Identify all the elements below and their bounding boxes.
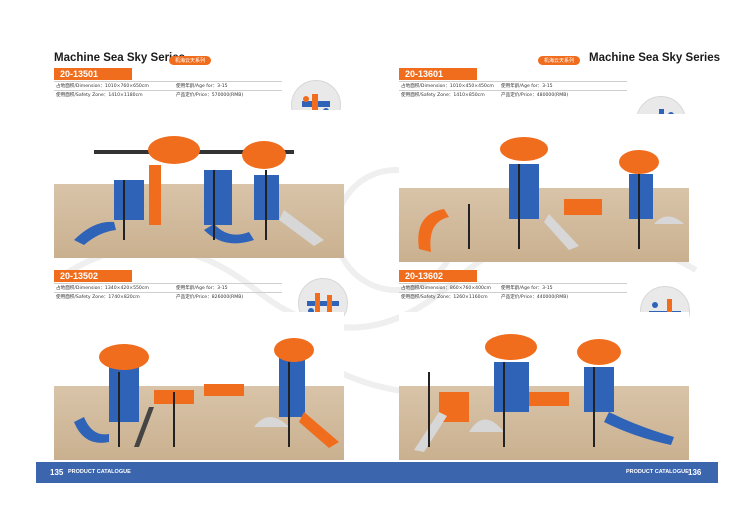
spec-divider [54,283,282,284]
right-series-tag: 机海云天系列 [538,56,581,65]
playground-illustration [74,136,324,246]
product-photo [54,110,344,258]
spec-divider [54,90,282,91]
product-price: 产品定价/Price：480000(RMB) [501,93,569,98]
spec-divider [54,292,282,293]
left-footer-label: PRODUCT CATALOGUE [68,469,131,475]
playground-illustration [418,137,684,252]
catalogue-footer-bar: 135 PRODUCT CATALOGUE PRODUCT CATALOGUE … [36,462,718,483]
catalogue-spread: Machine Sea Sky Series 机海云天系列 20-13501 占… [36,30,721,483]
right-series-title: Machine Sea Sky Series [589,52,721,64]
spec-divider [399,283,627,284]
product-dimension: 占地面积/Dimension：1340×420×550cm [56,286,149,291]
spec-divider [399,81,627,82]
product-code-badge: 20-13601 [399,68,477,80]
product-age: 使用年龄/Age for：3-15 [176,84,228,89]
product-safety-zone: 使用面积/Safety Zone：1740×820cm [56,295,140,300]
product-age: 使用年龄/Age for：3-15 [501,286,553,291]
product-photo [399,312,689,460]
product-age: 使用年龄/Age for：3-15 [176,286,228,291]
left-series-tag: 机海云天系列 [169,56,212,65]
product-safety-zone: 使用面积/Safety Zone：1410×850cm [401,93,485,98]
product-price: 产品定价/Price：826000(RMB) [176,295,244,300]
product-price: 产品定价/Price：570000(RMB) [176,93,244,98]
product-dimension: 占地面积/Dimension：1010×450×450cm [401,84,494,89]
right-footer-label: PRODUCT CATALOGUE [626,469,689,475]
product-code-badge: 20-13502 [54,270,132,282]
product-price: 产品定价/Price：440000(RMB) [501,295,569,300]
right-page-number: 136 [688,468,702,477]
left-series-title: Machine Sea Sky Series [54,52,186,64]
product-photo [54,312,344,460]
product-age: 使用年龄/Age for：3-15 [501,84,553,89]
product-safety-zone: 使用面积/Safety Zone：1410×1180cm [56,93,143,98]
product-safety-zone: 使用面积/Safety Zone：1260×1160cm [401,295,488,300]
product-dimension: 占地面积/Dimension：1010×760×650cm [56,84,149,89]
spec-divider [399,292,627,293]
spec-divider [399,90,627,91]
spec-divider [54,81,282,82]
playground-illustration [414,334,674,452]
product-code-badge: 20-13501 [54,68,132,80]
playground-illustration [74,338,339,448]
left-page-number: 135 [50,468,64,477]
product-photo [399,114,689,262]
product-dimension: 占地面积/Dimension：860×760×400cm [401,286,491,291]
product-code-badge: 20-13602 [399,270,477,282]
